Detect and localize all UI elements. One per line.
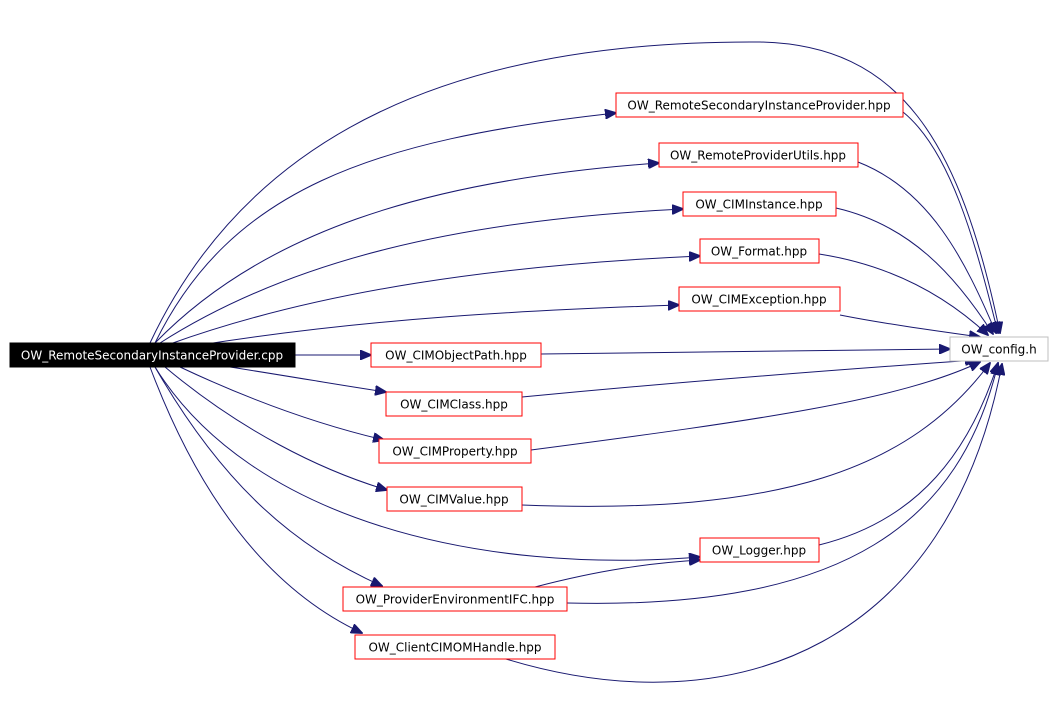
edge-root-to-cimclass-hpp bbox=[229, 366, 386, 392]
node-format-hpp-label: OW_Format.hpp bbox=[711, 245, 807, 259]
node-client-cimom-handle-hpp[interactable]: OW_ClientCIMOMHandle.hpp bbox=[354, 634, 556, 660]
edge-root-to-remote-secondary-instance-provider-hpp bbox=[154, 113, 616, 344]
node-remote-secondary-instance-provider-hpp[interactable]: OW_RemoteSecondaryInstanceProvider.hpp bbox=[615, 92, 904, 118]
node-root[interactable]: OW_RemoteSecondaryInstanceProvider.cpp bbox=[9, 342, 296, 368]
node-config-h-label: OW_config.h bbox=[961, 343, 1036, 357]
edges-layer bbox=[149, 41, 1002, 683]
edge-cimproperty-hpp-to-config-h bbox=[530, 362, 980, 451]
edge-root-to-remote-provider-utils-hpp bbox=[154, 163, 659, 344]
node-cimexception-hpp-label: OW_CIMException.hpp bbox=[691, 293, 826, 307]
edge-cimvalue-hpp-to-config-h bbox=[521, 363, 990, 507]
node-cimvalue-hpp[interactable]: OW_CIMValue.hpp bbox=[386, 486, 523, 512]
node-logger-hpp-label: OW_Logger.hpp bbox=[712, 544, 806, 558]
edge-ciminstance-hpp-to-config-h bbox=[835, 207, 993, 334]
edge-root-to-logger-hpp bbox=[154, 366, 700, 560]
node-provider-environment-ifc-hpp-label: OW_ProviderEnvironmentIFC.hpp bbox=[356, 593, 555, 607]
edge-cimobjectpath-hpp-to-config-h bbox=[540, 349, 950, 355]
node-logger-hpp[interactable]: OW_Logger.hpp bbox=[699, 537, 820, 563]
edge-provider-environment-ifc-hpp-to-config-h bbox=[566, 364, 998, 604]
node-client-cimom-handle-hpp-label: OW_ClientCIMOMHandle.hpp bbox=[368, 641, 541, 655]
edge-root-to-format-hpp bbox=[169, 256, 700, 345]
edge-client-cimom-handle-hpp-to-config-h bbox=[505, 364, 1002, 683]
node-remote-provider-utils-hpp[interactable]: OW_RemoteProviderUtils.hpp bbox=[658, 142, 859, 168]
node-cimobjectpath-hpp[interactable]: OW_CIMObjectPath.hpp bbox=[370, 342, 542, 368]
edge-root-to-client-cimom-handle-hpp bbox=[149, 366, 362, 633]
nodes-layer: OW_RemoteSecondaryInstanceProvider.cpp O… bbox=[9, 92, 1049, 660]
node-cimclass-hpp-label: OW_CIMClass.hpp bbox=[400, 398, 508, 412]
node-remote-provider-utils-hpp-label: OW_RemoteProviderUtils.hpp bbox=[670, 149, 846, 163]
node-ciminstance-hpp-label: OW_CIMInstance.hpp bbox=[695, 198, 822, 212]
edge-root-to-cimproperty-hpp bbox=[179, 366, 384, 440]
edge-root-to-cimvalue-hpp bbox=[164, 366, 387, 490]
edge-logger-hpp-to-config-h bbox=[818, 363, 998, 546]
edge-root-to-provider-environment-ifc-hpp bbox=[154, 366, 382, 586]
node-format-hpp[interactable]: OW_Format.hpp bbox=[699, 238, 820, 264]
edge-remote-provider-utils-hpp-to-config-h bbox=[857, 161, 996, 333]
edge-root-to-config-h-arc bbox=[149, 41, 1000, 344]
node-cimproperty-hpp-label: OW_CIMProperty.hpp bbox=[392, 445, 517, 459]
node-cimproperty-hpp[interactable]: OW_CIMProperty.hpp bbox=[378, 438, 532, 464]
node-config-h[interactable]: OW_config.h bbox=[949, 336, 1049, 362]
node-cimclass-hpp[interactable]: OW_CIMClass.hpp bbox=[385, 391, 523, 417]
edge-provider-environment-ifc-hpp-to-logger-hpp bbox=[534, 560, 700, 588]
node-remote-secondary-instance-provider-hpp-label: OW_RemoteSecondaryInstanceProvider.hpp bbox=[627, 99, 890, 113]
edge-cimclass-hpp-to-config-h bbox=[521, 360, 976, 398]
node-cimexception-hpp[interactable]: OW_CIMException.hpp bbox=[678, 286, 841, 312]
edge-root-to-ciminstance-hpp bbox=[159, 209, 683, 344]
edge-root-to-cimexception-hpp bbox=[199, 305, 679, 346]
node-ciminstance-hpp[interactable]: OW_CIMInstance.hpp bbox=[682, 191, 837, 217]
node-provider-environment-ifc-hpp[interactable]: OW_ProviderEnvironmentIFC.hpp bbox=[342, 586, 568, 612]
node-cimobjectpath-hpp-label: OW_CIMObjectPath.hpp bbox=[385, 349, 527, 363]
node-cimvalue-hpp-label: OW_CIMValue.hpp bbox=[399, 493, 508, 507]
node-root-label: OW_RemoteSecondaryInstanceProvider.cpp bbox=[21, 349, 283, 363]
edge-cimexception-hpp-to-config-h bbox=[839, 314, 980, 337]
edge-format-hpp-to-config-h bbox=[818, 253, 988, 335]
edge-remote-secondary-instance-provider-hpp-to-config-h bbox=[902, 111, 998, 333]
